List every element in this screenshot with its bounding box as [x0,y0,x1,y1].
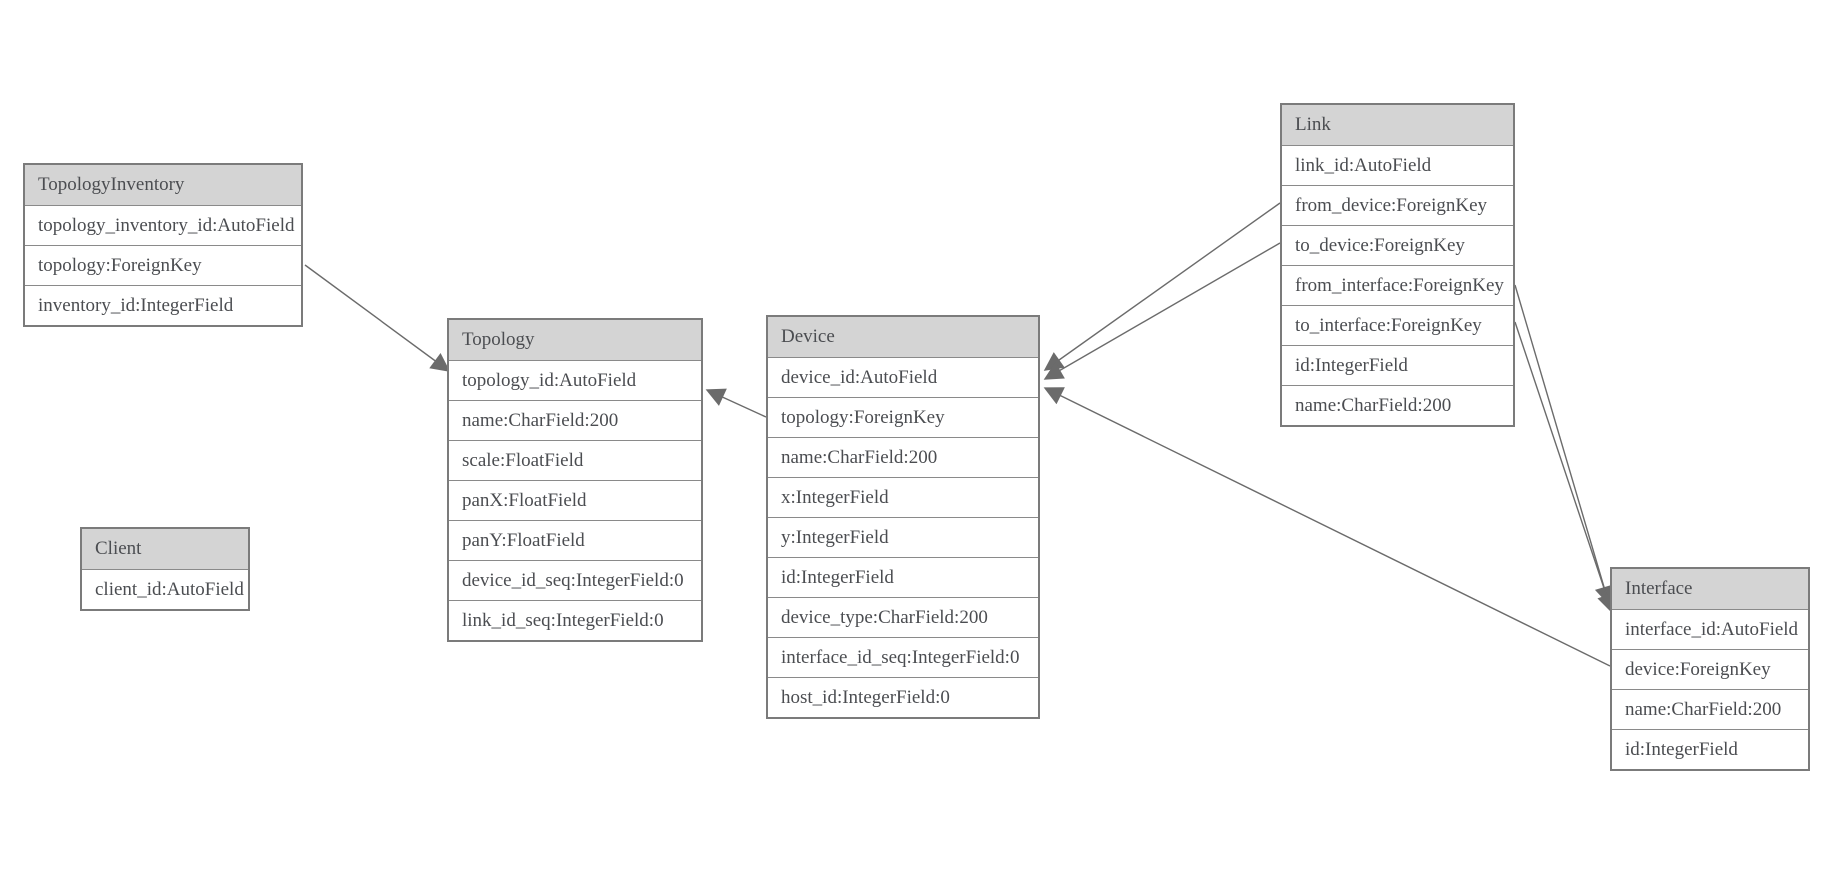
field-row: client_id:AutoField [82,569,248,609]
entity-interface: Interface interface_id:AutoField device:… [1610,567,1810,771]
field-row: interface_id:AutoField [1612,609,1808,649]
field-row: from_interface:ForeignKey [1282,265,1513,305]
field-row: y:IntegerField [768,517,1038,557]
field-row: to_device:ForeignKey [1282,225,1513,265]
field-row: from_device:ForeignKey [1282,185,1513,225]
field-row: device:ForeignKey [1612,649,1808,689]
field-row: topology:ForeignKey [768,397,1038,437]
field-row: topology_id:AutoField [449,360,701,400]
entity-topology: Topology topology_id:AutoField name:Char… [447,318,703,642]
relation-topologyinventory-topology [304,264,451,372]
relation-link-frominterface-interface [1514,284,1614,606]
entity-interface-header: Interface [1612,569,1808,609]
relation-link-tointerface-interface [1514,321,1616,614]
field-row: topology:ForeignKey [25,245,301,285]
field-row: id:IntegerField [1282,345,1513,385]
relation-device-topology [705,388,767,418]
field-row: name:CharField:200 [449,400,701,440]
relation-link-todevice-device [1043,242,1281,380]
field-row: topology_inventory_id:AutoField [25,205,301,245]
field-row: id:IntegerField [768,557,1038,597]
field-row: scale:FloatField [449,440,701,480]
entity-client-header: Client [82,529,248,569]
entity-device: Device device_id:AutoField topology:Fore… [766,315,1040,719]
entity-topologyinventory: TopologyInventory topology_inventory_id:… [23,163,303,327]
field-row: device_type:CharField:200 [768,597,1038,637]
field-row: link_id_seq:IntegerField:0 [449,600,701,640]
field-row: interface_id_seq:IntegerField:0 [768,637,1038,677]
entity-client: Client client_id:AutoField [80,527,250,611]
relation-link-fromdevice-device [1043,202,1281,371]
field-row: id:IntegerField [1612,729,1808,769]
field-row: name:CharField:200 [768,437,1038,477]
field-row: to_interface:ForeignKey [1282,305,1513,345]
field-row: inventory_id:IntegerField [25,285,301,325]
field-row: host_id:IntegerField:0 [768,677,1038,717]
field-row: panY:FloatField [449,520,701,560]
field-row: name:CharField:200 [1612,689,1808,729]
field-row: name:CharField:200 [1282,385,1513,425]
field-row: link_id:AutoField [1282,145,1513,185]
field-row: x:IntegerField [768,477,1038,517]
relation-interface-device [1043,387,1611,667]
entity-link-header: Link [1282,105,1513,145]
entity-link: Link link_id:AutoField from_device:Forei… [1280,103,1515,427]
entity-device-header: Device [768,317,1038,357]
field-row: device_id:AutoField [768,357,1038,397]
field-row: panX:FloatField [449,480,701,520]
entity-topology-header: Topology [449,320,701,360]
entity-topologyinventory-header: TopologyInventory [25,165,301,205]
field-row: device_id_seq:IntegerField:0 [449,560,701,600]
